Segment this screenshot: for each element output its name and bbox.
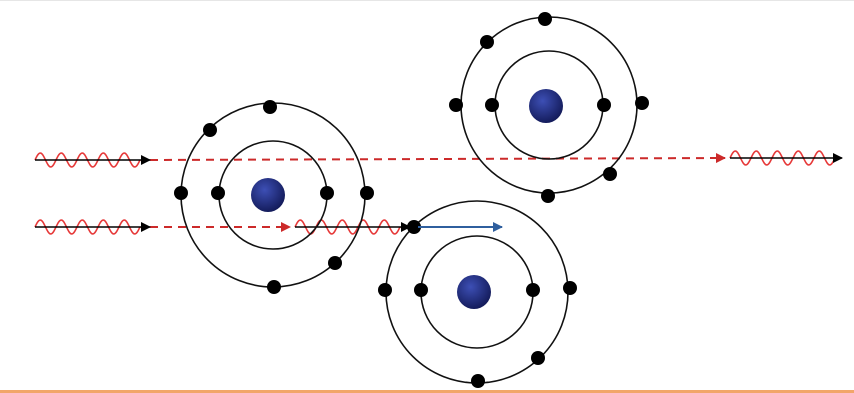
atom-top-right [449, 12, 649, 203]
photon-upper-incoming [34, 152, 151, 168]
electron [328, 256, 342, 270]
electron [538, 12, 552, 26]
electron-excited [407, 220, 421, 234]
photon-stimulated [294, 219, 411, 235]
nucleus [251, 178, 285, 212]
electron [541, 189, 555, 203]
electron [526, 283, 540, 297]
electron [378, 283, 392, 297]
electron [174, 186, 188, 200]
electron [449, 98, 463, 112]
electron [485, 98, 499, 112]
electron [211, 186, 225, 200]
electron [635, 96, 649, 110]
electron [563, 281, 577, 295]
nucleus [529, 89, 563, 123]
electron [480, 35, 494, 49]
electron [263, 100, 277, 114]
electron [471, 374, 485, 388]
atom-bottom [378, 200, 577, 388]
electron [360, 186, 374, 200]
upper-dashed-path [149, 153, 726, 164]
electron [414, 283, 428, 297]
nucleus [457, 275, 491, 309]
electron [603, 167, 617, 181]
atom-left [174, 100, 374, 294]
electron [203, 123, 217, 137]
electron [597, 98, 611, 112]
electron [267, 280, 281, 294]
electron [320, 186, 334, 200]
electron [531, 351, 545, 365]
photon-outgoing [729, 150, 843, 166]
photon-lower-incoming [34, 219, 151, 235]
